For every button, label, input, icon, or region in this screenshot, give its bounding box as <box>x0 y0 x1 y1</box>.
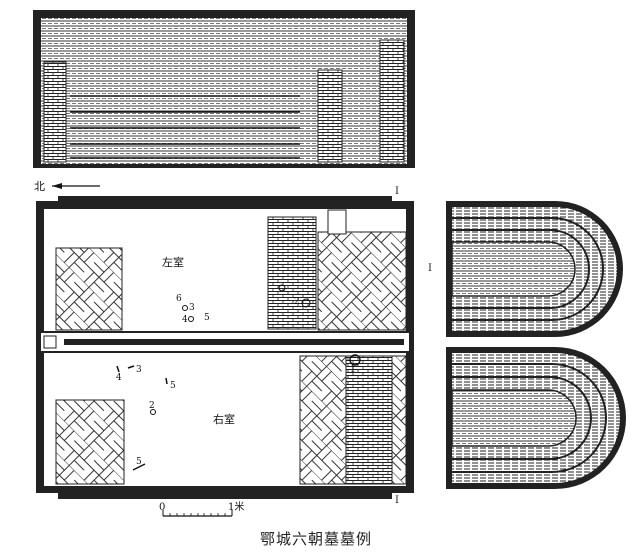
artifact-vessel-icon <box>301 298 311 308</box>
north-label: 北 <box>34 180 45 193</box>
section-view-upper <box>446 201 623 337</box>
scale-bar: 0 1米 <box>159 500 244 517</box>
artifact-marker: 5 <box>204 313 210 323</box>
left-rear-herringbone <box>317 231 407 331</box>
artifact-marker: 6 <box>176 294 182 304</box>
north-arrow: 北 <box>34 180 100 193</box>
artifact-marker: 2 <box>149 401 155 411</box>
section-tick: I <box>428 263 432 274</box>
artifact-marker: 4 <box>116 373 122 383</box>
artifact-marker: 5 <box>170 381 176 391</box>
left-niche <box>327 209 347 235</box>
passage-opening <box>43 335 57 349</box>
right-rear-herringbone <box>299 355 347 485</box>
section-tick: I <box>395 495 399 506</box>
section-tick: I <box>395 186 399 197</box>
elevation-inner-masonry <box>41 18 407 164</box>
artifact-marker: 2 <box>294 297 300 307</box>
elevation-view <box>33 10 415 168</box>
arrow-head-icon <box>52 183 62 189</box>
left-herringbone-floor <box>55 247 123 331</box>
scale-unit: 1米 <box>228 500 244 513</box>
left-brick-platform <box>267 216 317 330</box>
upper-vault-core <box>451 241 576 297</box>
section-view-lower <box>446 347 626 489</box>
left-room-label: 左室 <box>162 255 184 269</box>
artifact-vessel-icon <box>278 284 286 292</box>
partition-core <box>64 339 404 345</box>
scale-zero: 0 <box>159 502 165 513</box>
artifact-marker: 5 <box>136 457 142 467</box>
right-end-strip <box>391 355 407 485</box>
artifact-marker: 4 <box>182 315 188 325</box>
right-herringbone-floor <box>55 399 125 485</box>
right-brick-platform <box>345 355 393 485</box>
figure-caption: 鄂城六朝墓墓例 <box>259 530 372 548</box>
lower-vault-core <box>451 389 577 447</box>
elevation-end-pillar <box>379 39 405 163</box>
artifact-vessel-icon <box>349 354 361 366</box>
right-room-label: 右室 <box>213 412 235 426</box>
artifact-marker: 3 <box>189 303 195 313</box>
artifact-marker: 3 <box>136 365 142 375</box>
artifact-vessel-icon <box>188 316 194 322</box>
elevation-right-pillar <box>317 69 343 163</box>
plan-view <box>36 196 414 499</box>
elevation-left-pillar <box>43 61 67 163</box>
artifact-marker: 1 <box>350 365 356 375</box>
artifact-vessel-icon <box>150 409 156 415</box>
artifact-vessel-icon <box>182 305 188 311</box>
